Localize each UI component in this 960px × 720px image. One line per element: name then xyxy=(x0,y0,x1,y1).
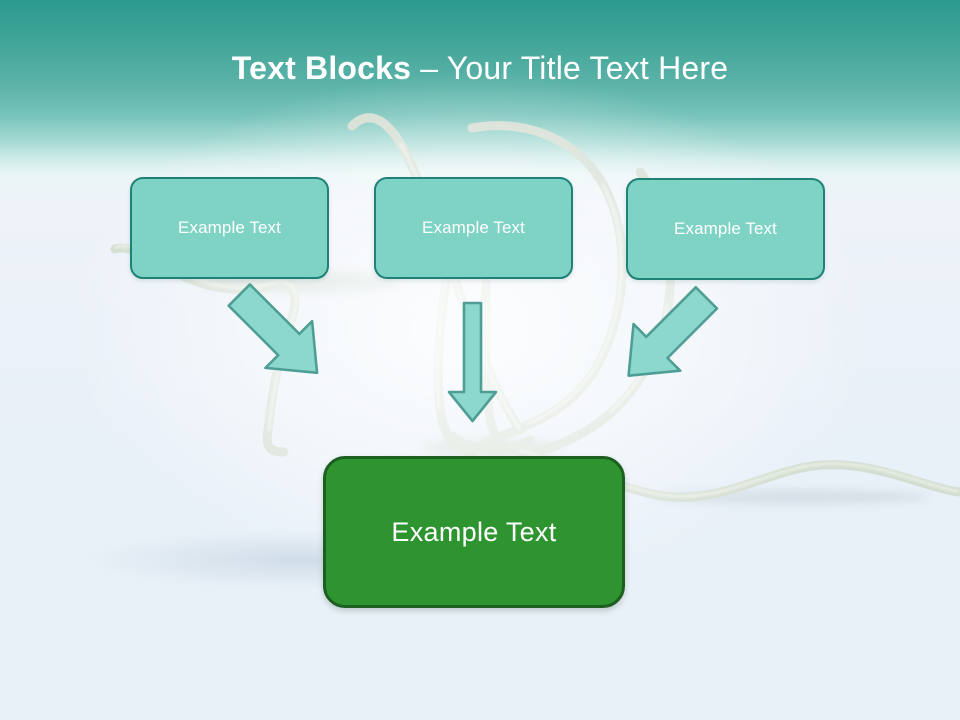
page-title: Text Blocks – Your Title Text Here xyxy=(0,50,960,87)
text-box-2-label: Example Text xyxy=(422,218,525,237)
main-text-box-label: Example Text xyxy=(391,516,557,547)
main-text-box[interactable]: Example Text xyxy=(323,456,625,608)
text-box-2[interactable]: Example Text xyxy=(374,177,573,279)
arrow-left-diagonal xyxy=(227,283,319,375)
text-box-3-label: Example Text xyxy=(674,219,777,238)
text-box-1[interactable]: Example Text xyxy=(130,177,329,279)
page-title-bold: Text Blocks xyxy=(231,50,412,86)
arrow-right-diagonal xyxy=(627,285,719,377)
page-title-rest: – Your Title Text Here xyxy=(411,50,729,86)
text-box-1-label: Example Text xyxy=(178,218,281,237)
arrow-center-vertical xyxy=(447,301,498,423)
text-box-3[interactable]: Example Text xyxy=(626,178,825,280)
